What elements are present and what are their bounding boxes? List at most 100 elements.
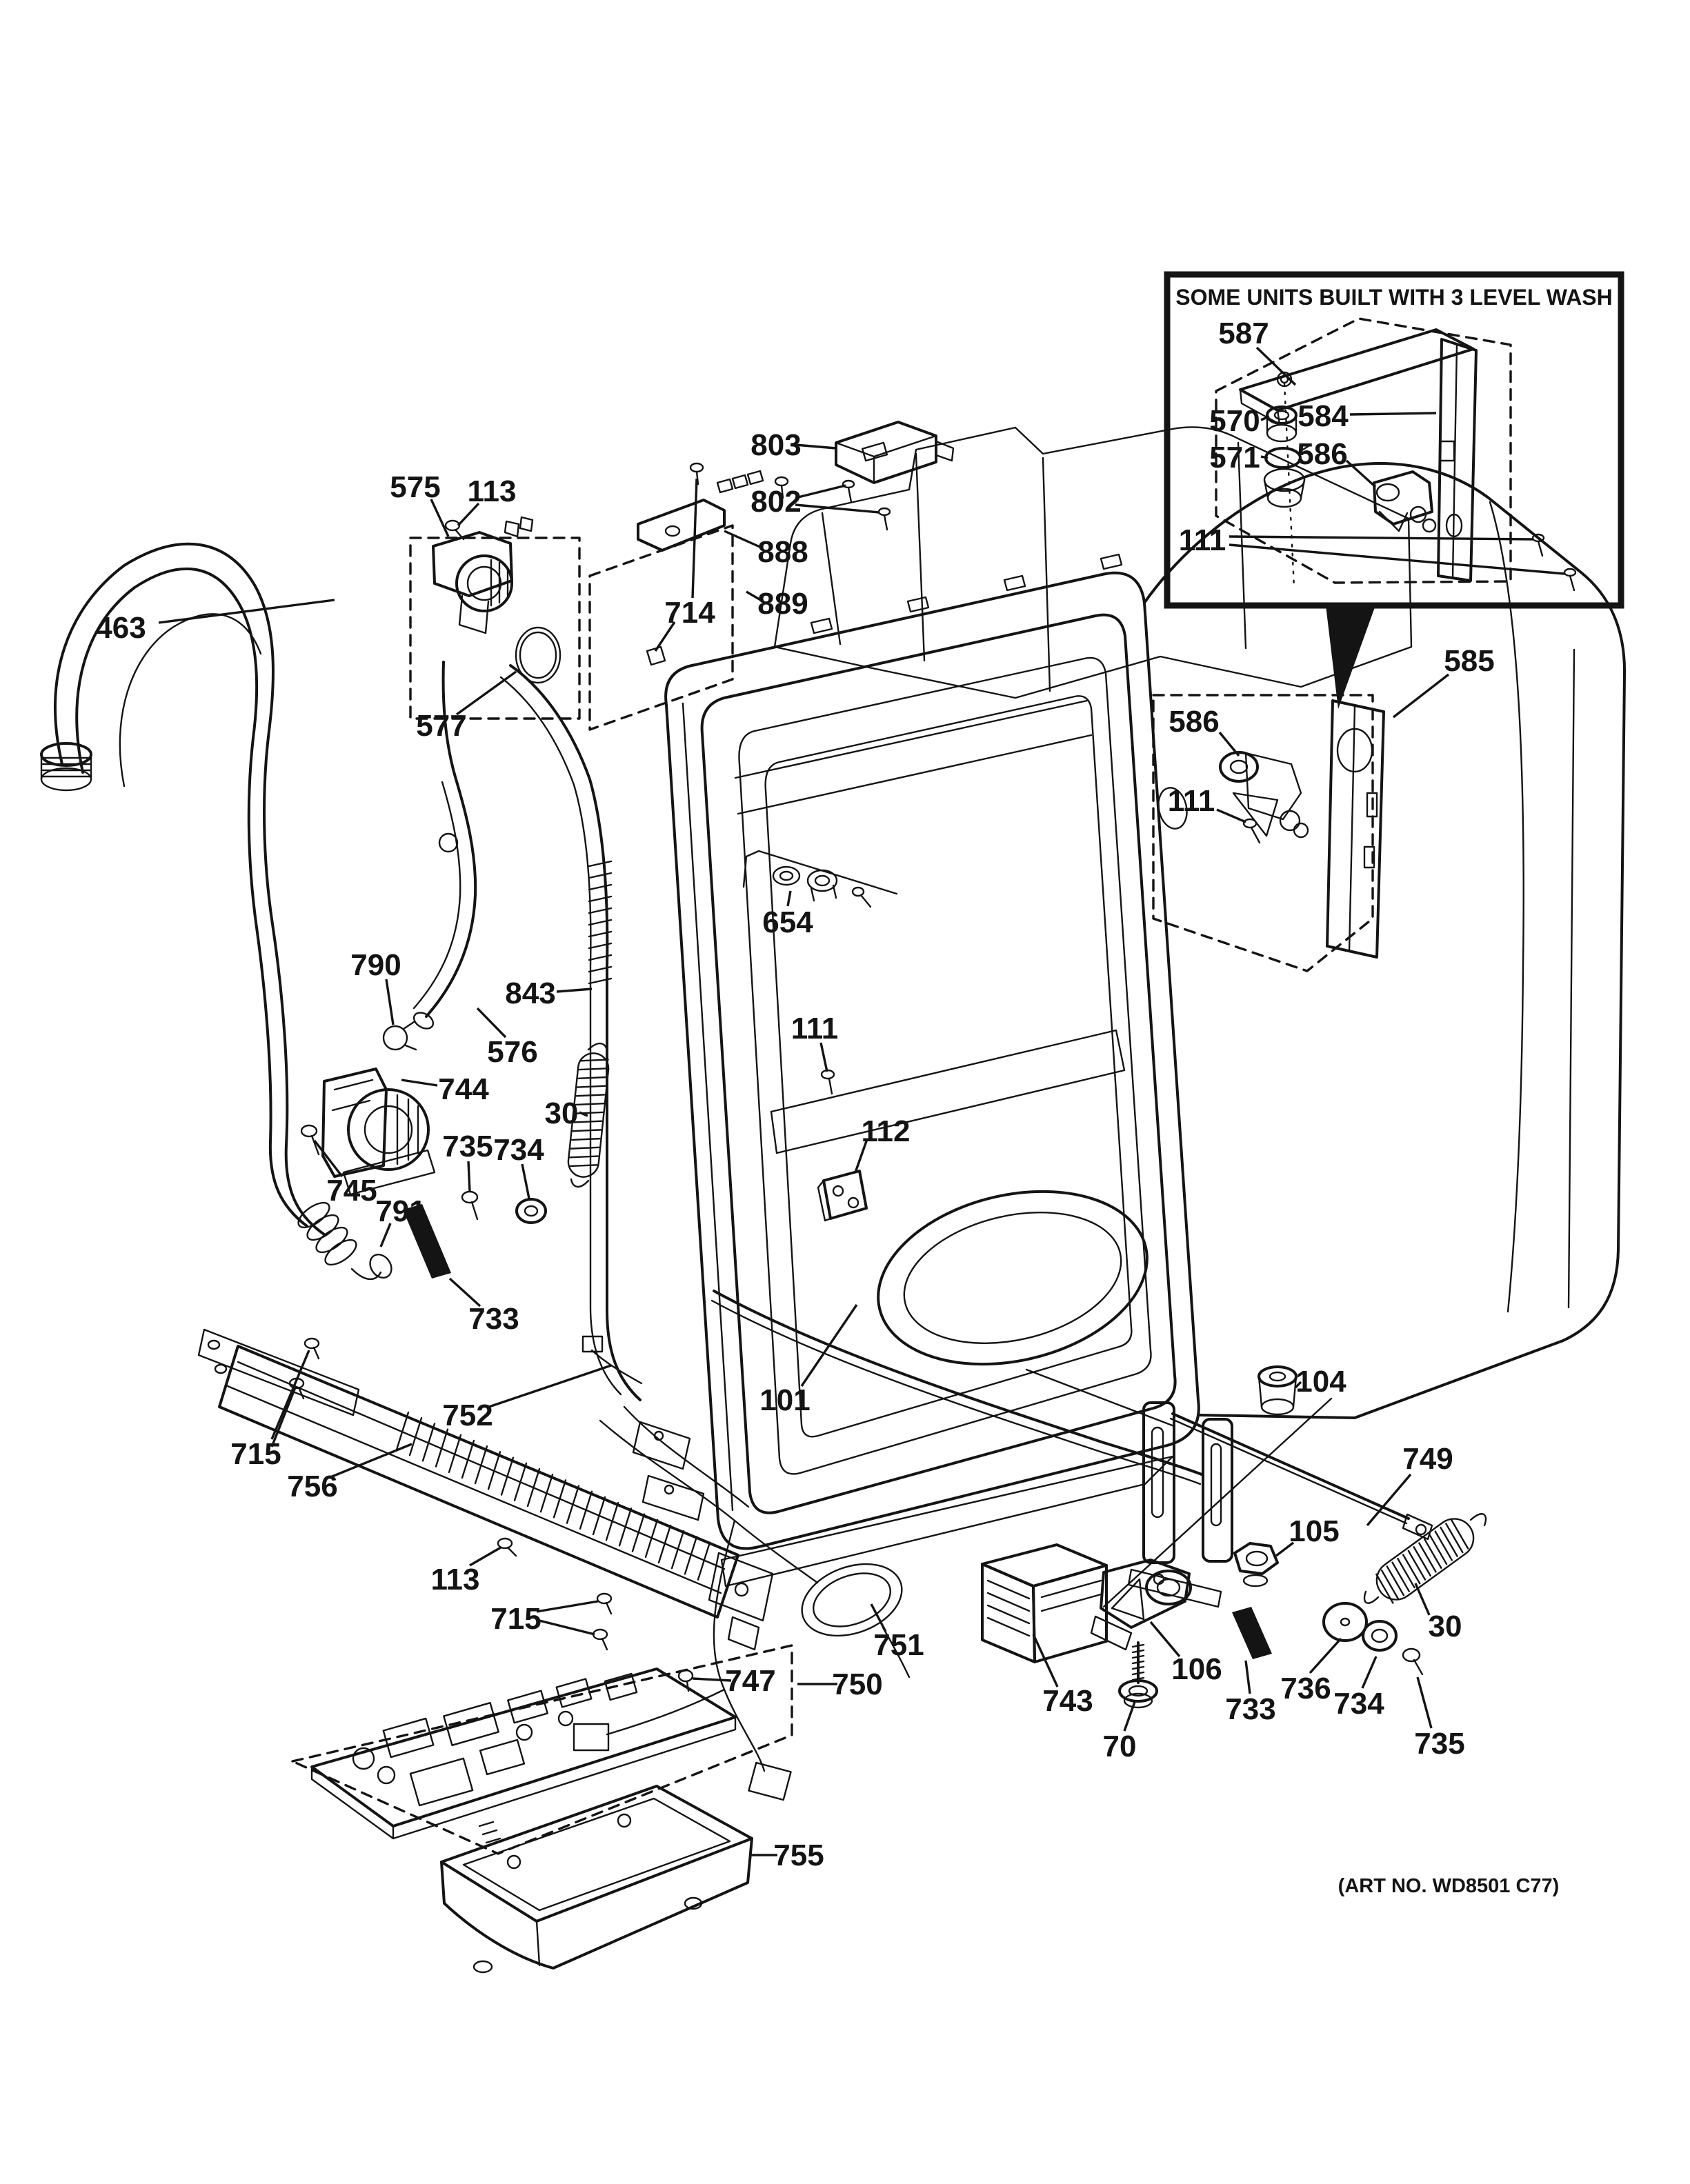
callout-734-26: 734 bbox=[493, 1133, 544, 1199]
leader-line bbox=[579, 1111, 588, 1117]
leader-line bbox=[486, 1364, 612, 1409]
valve-586-lower bbox=[1219, 751, 1309, 839]
part-number-label: 585 bbox=[1444, 644, 1494, 678]
callout-744-22: 744 bbox=[401, 1072, 489, 1106]
callout-105-37: 105 bbox=[1275, 1514, 1340, 1557]
screw-747 bbox=[677, 1669, 694, 1692]
leader-line bbox=[521, 1163, 530, 1199]
leader-line bbox=[1416, 1676, 1433, 1729]
callout-843-20: 843 bbox=[505, 976, 593, 1010]
callout-714-8: 714 bbox=[654, 478, 715, 652]
leader-line bbox=[330, 1443, 412, 1479]
tub-rear-body bbox=[1143, 461, 1627, 1419]
callout-747-43: 747 bbox=[692, 1664, 776, 1698]
leader-line bbox=[854, 1139, 868, 1173]
part-number-label: 745 bbox=[326, 1174, 377, 1208]
callout-586-13: 586 bbox=[1297, 437, 1377, 488]
junction-box-743 bbox=[981, 1543, 1108, 1663]
callout-715-40: 715 bbox=[490, 1600, 599, 1636]
part-number-label: 750 bbox=[832, 1667, 882, 1701]
screw-735-left bbox=[461, 1190, 479, 1221]
callout-571-11: 571 bbox=[1209, 441, 1269, 474]
part-number-label: 577 bbox=[416, 709, 466, 743]
leader-line bbox=[457, 502, 480, 527]
leader-line bbox=[1345, 459, 1377, 488]
callout-104-32: 104 bbox=[1294, 1365, 1346, 1399]
inset-pointer-triangle bbox=[1326, 605, 1375, 709]
leader-line bbox=[270, 1387, 297, 1447]
callout-750-44: 750 bbox=[797, 1667, 883, 1701]
callout-734-48: 734 bbox=[1333, 1656, 1384, 1721]
callout-743-45: 743 bbox=[1032, 1634, 1093, 1718]
part-number-label: 714 bbox=[664, 596, 715, 630]
part-number-label: 744 bbox=[438, 1072, 489, 1106]
callout-749-36: 749 bbox=[1366, 1442, 1453, 1527]
door-hinge-plates bbox=[1127, 1401, 1233, 1608]
part-number-label: 111 bbox=[1179, 523, 1226, 557]
leader-line bbox=[1216, 808, 1246, 823]
callout-586-16: 586 bbox=[1169, 705, 1240, 757]
callout-112-30: 112 bbox=[854, 1114, 911, 1173]
leader-line bbox=[1349, 412, 1437, 416]
callout-736-46: 736 bbox=[1280, 1637, 1342, 1705]
leader-line bbox=[556, 988, 593, 993]
float-switch-803 bbox=[835, 421, 955, 484]
callout-101-31: 101 bbox=[759, 1304, 858, 1417]
part-number-label: 802 bbox=[750, 485, 801, 519]
callout-111-17: 111 bbox=[1168, 784, 1246, 823]
upper-conduit-587 bbox=[1239, 328, 1475, 425]
leader-line bbox=[467, 1161, 471, 1192]
callout-755-51: 755 bbox=[749, 1839, 824, 1872]
callout-575-1: 575 bbox=[390, 470, 450, 537]
access-panel-756 bbox=[197, 1328, 774, 1651]
part-number-label: 715 bbox=[230, 1437, 281, 1471]
drain-hose-463 bbox=[40, 542, 392, 1281]
leader-line bbox=[1123, 1701, 1136, 1732]
part-number-label: 803 bbox=[750, 428, 801, 462]
callout-791-28: 791 bbox=[375, 1194, 426, 1248]
part-number-label: 751 bbox=[873, 1628, 924, 1662]
part-number-label: 101 bbox=[759, 1383, 810, 1417]
callout-735-50: 735 bbox=[1414, 1676, 1465, 1761]
washer-736 bbox=[1322, 1602, 1368, 1642]
drain-pump-744 bbox=[321, 1068, 436, 1196]
callout-576-21: 576 bbox=[476, 1007, 538, 1069]
leader-line bbox=[1229, 543, 1565, 575]
part-number-label: 587 bbox=[1218, 317, 1269, 350]
dashed-outline-714 bbox=[588, 524, 734, 731]
inset-border bbox=[1164, 271, 1624, 609]
leader-line bbox=[448, 1277, 481, 1308]
part-number-label: 736 bbox=[1280, 1672, 1331, 1705]
part-number-label: 733 bbox=[468, 1302, 519, 1336]
bracket-888 bbox=[637, 470, 764, 552]
screw-111-center bbox=[820, 1069, 835, 1095]
o-ring-577 bbox=[515, 626, 561, 684]
check-valve-575 bbox=[409, 516, 581, 720]
callout-889-7: 889 bbox=[746, 587, 808, 621]
spring-30-right bbox=[1375, 1518, 1475, 1604]
leader-line bbox=[746, 590, 764, 603]
control-board-750 bbox=[291, 1644, 793, 1855]
part-number-label: 463 bbox=[95, 611, 146, 645]
callout-30-39: 30 bbox=[1414, 1583, 1462, 1643]
leader-line bbox=[870, 1603, 887, 1632]
part-number-label: 735 bbox=[1414, 1727, 1464, 1761]
callout-751-42: 751 bbox=[870, 1603, 924, 1662]
leader-line bbox=[430, 499, 450, 537]
callout-584-12: 584 bbox=[1298, 399, 1437, 433]
callout-113-2: 113 bbox=[457, 474, 516, 527]
callout-585-15: 585 bbox=[1392, 644, 1495, 719]
callout-752-33: 752 bbox=[442, 1364, 612, 1432]
part-number-label: 112 bbox=[862, 1114, 911, 1148]
part-number-label: 756 bbox=[287, 1470, 337, 1503]
part-number-label: 734 bbox=[1333, 1687, 1384, 1721]
callout-756-35: 756 bbox=[287, 1443, 412, 1503]
leader-line bbox=[401, 1079, 438, 1087]
part-number-label: 105 bbox=[1289, 1514, 1339, 1548]
tub-interior-lines bbox=[734, 699, 1188, 1154]
leader-line bbox=[1392, 673, 1450, 719]
part-number-label: 749 bbox=[1402, 1442, 1453, 1476]
callout-802-5: 802 bbox=[750, 484, 879, 519]
